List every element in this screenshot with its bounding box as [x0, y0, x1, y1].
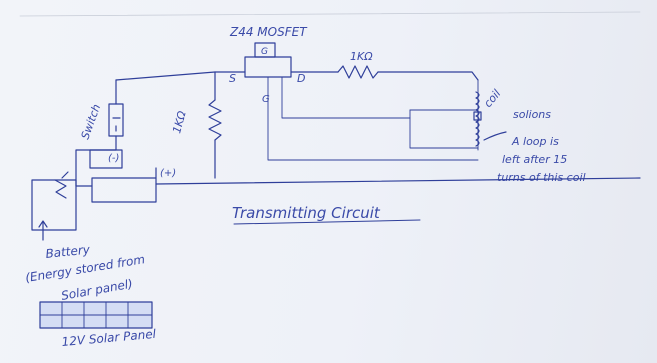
battery-note-line-3: Solar panel) [60, 277, 134, 303]
loop-note-arrow [483, 131, 507, 141]
paper-edge [19, 11, 641, 17]
drain-resistor [337, 65, 379, 79]
drain-to-coil-wire [377, 71, 479, 81]
mosfet-body [244, 56, 292, 78]
switch-contacts [112, 117, 121, 132]
plus-label: (+) [160, 168, 176, 179]
mosfet-symbol [244, 42, 292, 78]
coil-label: coil [481, 87, 503, 110]
battery-note-line-1: Battery [45, 242, 92, 261]
gate-resistor [208, 99, 222, 141]
loop-note-line-2: left after 15 [502, 153, 567, 166]
battery-body [91, 177, 157, 203]
gate-label: G [262, 94, 270, 105]
drain-resistor-label: 1KΩ [350, 50, 373, 63]
battery-terminal-box [89, 149, 123, 169]
coil-tap [473, 111, 482, 121]
battery-symbol [54, 171, 69, 199]
drain-label: D [297, 72, 305, 85]
source-wire [115, 71, 246, 81]
source-label: S [229, 72, 236, 85]
solar-panel-label: 12V Solar Panel [61, 327, 157, 349]
loop-note-line-3: turns of this coil [497, 171, 586, 184]
gate-resistor-label: 1KΩ [170, 109, 189, 135]
solar-panel-symbol [39, 301, 153, 329]
diagram-title: Transmitting Circuit [232, 204, 381, 222]
drain-drop-wire [281, 76, 411, 119]
loop-wire [409, 117, 479, 149]
bottom-rail [155, 177, 641, 185]
coil-winding [475, 91, 480, 147]
battery-arrow [38, 220, 48, 241]
solar-panel-grid [39, 301, 153, 329]
title-underline [233, 219, 421, 225]
switch-label: Switch [79, 102, 104, 141]
mosfet-label: Z44 MOSFET [229, 25, 308, 39]
mosfet-gate-box-label: G [261, 47, 268, 57]
loop-note-line-1: A loop is [511, 135, 559, 148]
gate-wire [267, 76, 479, 161]
minus-label: (-) [108, 153, 119, 164]
coil-turns-label: solions [513, 108, 551, 121]
battery-cell [31, 179, 77, 231]
